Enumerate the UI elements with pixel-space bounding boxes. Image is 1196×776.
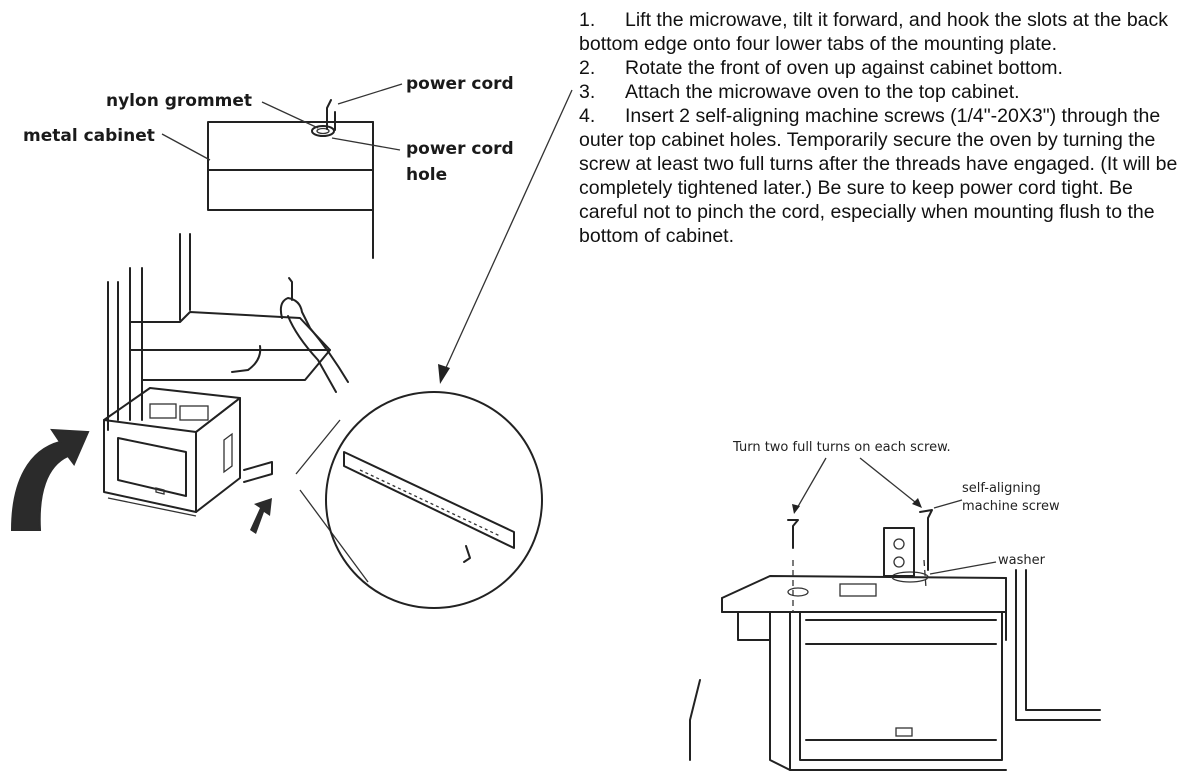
microwave-tilted (103, 387, 273, 517)
label-nylon-grommet: nylon grommet (106, 91, 253, 111)
label-power-cord-hole-2: hole (406, 165, 448, 185)
step-1: 1.Lift the microwave, tilt it forward, a… (579, 8, 1191, 56)
step-3: 3. Attach the microwave oven to the top c… (579, 80, 1191, 104)
label-washer: washer (998, 553, 1045, 568)
step-text: Rotate the front of oven up against cabi… (625, 57, 1063, 79)
label-self-aligning-1: self-aligning (962, 481, 1041, 496)
label-power-cord-hole-1: power cord (406, 139, 514, 159)
instruction-steps: 1.Lift the microwave, tilt it forward, a… (579, 8, 1191, 248)
leader-arrow (438, 89, 573, 384)
step-number: 4. (579, 105, 596, 127)
step-4: 4.Insert 2 self-aligning machine screws … (579, 104, 1191, 248)
wall-cabinet-left (107, 233, 331, 431)
push-arrow (250, 498, 272, 534)
step-text: Attach the microwave oven to the top cab… (625, 81, 1020, 103)
detail-callout (295, 391, 543, 609)
label-self-aligning-2: machine screw (962, 499, 1060, 514)
step-number: 2. (579, 57, 596, 79)
label-power-cord: power cord (406, 74, 514, 94)
cabinet-detail (161, 83, 403, 259)
step-number: 1. (579, 9, 596, 31)
hand-holding-cord (279, 277, 349, 393)
label-turn-screws: Turn two full turns on each screw. (733, 440, 951, 455)
microwave-installed (689, 457, 1101, 771)
label-metal-cabinet: metal cabinet (23, 126, 155, 146)
rotation-arrow (10, 428, 90, 531)
step-2: 2. Rotate the front of oven up against ca… (579, 56, 1191, 80)
step-number: 3. (579, 81, 596, 103)
step-text: Insert 2 self-aligning machine screws (1… (579, 105, 1178, 247)
step-text: Lift the microwave, tilt it forward, and… (579, 9, 1169, 55)
